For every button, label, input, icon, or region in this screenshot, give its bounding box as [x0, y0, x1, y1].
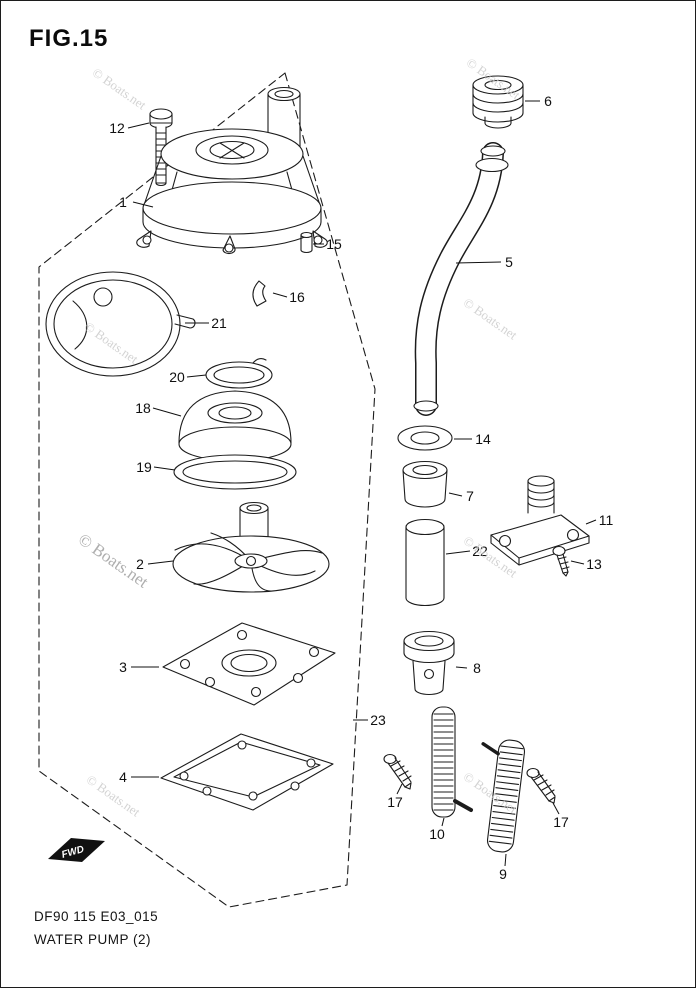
part-label-7: 7	[466, 488, 474, 504]
part-label-18: 18	[135, 400, 151, 416]
part-10-strainer	[431, 706, 473, 818]
part-label-15: 15	[326, 236, 342, 252]
part-label-9: 9	[499, 866, 507, 882]
part-label-6: 6	[544, 93, 552, 109]
leader-line-8	[455, 666, 468, 669]
part-22-pipe	[405, 518, 445, 607]
part-label-3: 3	[119, 659, 127, 675]
part-9-strainer	[481, 739, 526, 853]
leader-line-10	[441, 817, 445, 827]
part-19-seal-ring	[173, 454, 297, 490]
part-label-23: 23	[370, 712, 386, 728]
leader-line-16	[272, 292, 288, 298]
diagram-code: DF90 115 E03_015	[34, 909, 159, 924]
part-label-17: 17	[553, 814, 569, 830]
part-2-impeller	[172, 501, 330, 593]
part-label-2: 2	[136, 556, 144, 572]
part-label-12: 12	[109, 120, 125, 136]
part-14-washer	[397, 425, 453, 451]
part-label-11: 11	[599, 512, 614, 528]
leader-line-12	[127, 122, 150, 129]
part-20-ring	[205, 357, 273, 389]
part-label-1: 1	[119, 194, 127, 210]
part-17-screw-right	[526, 767, 556, 804]
part-label-8: 8	[473, 660, 481, 676]
leader-line-7	[448, 492, 463, 497]
part-4-gasket	[160, 733, 334, 811]
part-1-pump-case	[136, 86, 328, 255]
part-label-10: 10	[429, 826, 445, 842]
part-label-17: 17	[387, 794, 403, 810]
part-3-plate	[162, 622, 336, 706]
part-7-bushing	[402, 460, 448, 508]
leader-line-1	[132, 201, 154, 208]
part-label-5: 5	[505, 254, 513, 270]
part-5-water-tube	[413, 142, 509, 416]
leader-line-19	[153, 466, 176, 471]
diagram-name: WATER PUMP (2)	[34, 932, 152, 947]
part-12-bolt	[149, 108, 173, 187]
part-label-19: 19	[136, 459, 152, 475]
leader-line-17	[396, 783, 403, 795]
figure-title: FIG.15	[29, 25, 109, 52]
leader-line-22	[445, 550, 471, 555]
leader-line-2	[147, 560, 174, 565]
leader-line-9	[504, 853, 507, 867]
dashed-boundary	[38, 72, 376, 908]
leader-line-20	[186, 374, 207, 378]
part-label-14: 14	[475, 431, 491, 447]
part-label-21: 21	[211, 315, 227, 331]
part-18-cup	[178, 390, 292, 462]
part-13-screw	[552, 545, 570, 577]
fwd-arrow	[48, 838, 105, 862]
leader-line-11	[585, 519, 597, 525]
part-label-20: 20	[169, 369, 185, 385]
leader-line-13	[570, 560, 585, 565]
part-label-13: 13	[586, 556, 602, 572]
part-16-key	[252, 280, 267, 307]
leader-line-5	[455, 261, 502, 264]
part-11-bracket	[490, 475, 590, 566]
part-label-22: 22	[472, 543, 488, 559]
part-17-screw-left	[383, 753, 412, 790]
part-21-gasket	[45, 271, 196, 377]
part-8-bushing	[403, 630, 455, 696]
leader-line-17	[552, 802, 560, 815]
part-15-pin	[300, 231, 313, 254]
part-label-16: 16	[289, 289, 305, 305]
leader-line-18	[152, 407, 182, 417]
part-label-4: 4	[119, 769, 127, 785]
part-6-grommet	[472, 75, 524, 129]
